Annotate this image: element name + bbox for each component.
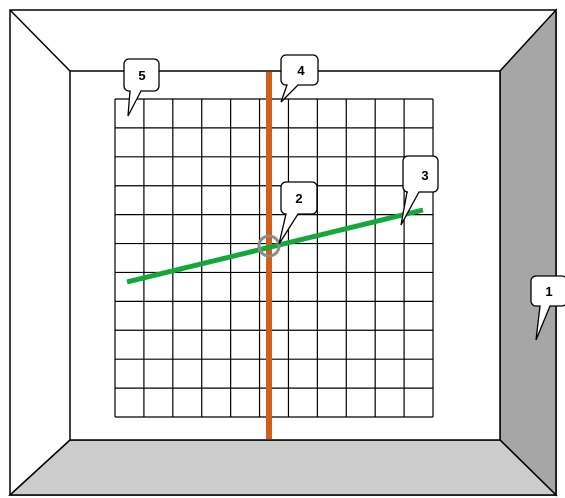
callout-5-label: 5 [138,68,145,83]
callout-3: 3 [400,155,439,226]
back-wall [69,70,501,441]
callout-1-label: 1 [545,284,552,299]
ceiling-corner-left [9,9,71,72]
right-wall [499,8,557,497]
callout-5-box [123,58,160,117]
floor-corner-left [9,439,71,496]
rods [126,72,424,439]
callout-2-label: 2 [295,191,302,206]
callout-2: 2 [278,181,318,245]
callout-3-label: 3 [421,168,428,183]
room [8,8,558,497]
callout-4: 4 [280,54,319,103]
diagonal-rod [126,207,424,285]
callouts: 1 2 3 4 5 [123,54,565,341]
callout-1: 1 [530,275,565,341]
callout-1-box [530,275,565,341]
callout-3-box [400,155,439,226]
callout-2-box [278,181,318,245]
callout-4-box [280,54,319,103]
callout-5: 5 [123,58,160,117]
callout-4-label: 4 [297,63,305,78]
floor [8,439,558,496]
joint-ring [257,234,281,258]
